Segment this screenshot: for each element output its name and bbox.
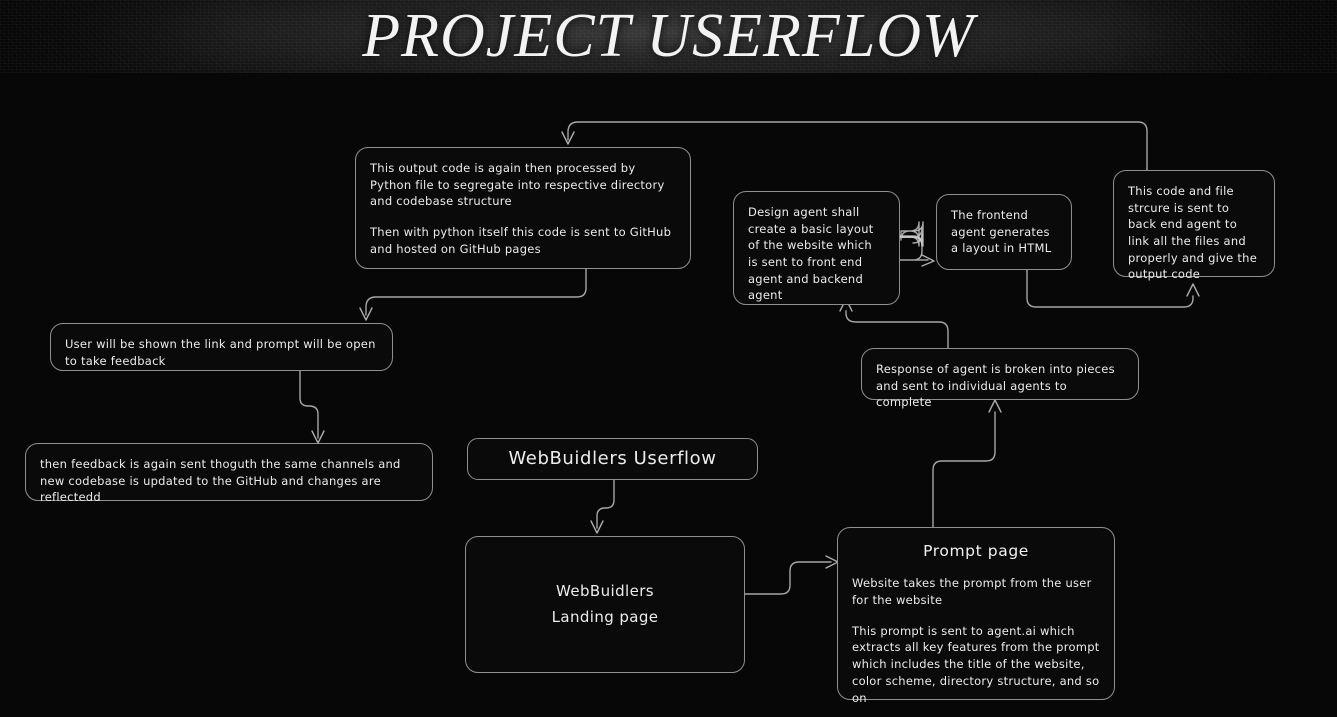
node-design-agent[interactable]: Design agent shall create a basic layout… xyxy=(733,191,900,305)
connector-python-to-user-feedback xyxy=(365,268,587,316)
connector-prompt-to-response xyxy=(932,411,996,528)
node-user-feedback-prompt[interactable]: User will be shown the link and prompt w… xyxy=(50,323,393,371)
landing-page-line-2: Landing page xyxy=(551,607,659,626)
node-frontend-agent[interactable]: The frontend agent generates a layout in… xyxy=(936,194,1072,270)
arrowhead-python-to-user-feedback xyxy=(359,307,373,321)
node-userflow-label[interactable]: WebBuidlers Userflow xyxy=(467,438,758,480)
connector-design-to-frontend-main xyxy=(899,233,923,247)
backend-agent-text: This code and file strcure is sent to ba… xyxy=(1128,184,1258,282)
arrowhead-design-to-frontend xyxy=(921,254,935,267)
frontend-agent-text: The frontend agent generates a layout in… xyxy=(951,208,1052,256)
connector-userflow-to-landing xyxy=(596,479,615,529)
feedback-loop-text: then feedback is again sent thoguth the … xyxy=(40,457,401,505)
node-landing-page[interactable]: WebBuidlers Landing page xyxy=(465,536,745,673)
node-feedback-loop[interactable]: then feedback is again sent thoguth the … xyxy=(25,443,433,504)
connector-design-to-frontend xyxy=(899,221,920,247)
connector-feedback-prompt-to-feedback-loop xyxy=(299,370,319,439)
user-feedback-prompt-text: User will be shown the link and prompt w… xyxy=(65,337,376,368)
response-split-text: Response of agent is broken into pieces … xyxy=(876,362,1115,410)
python-processing-paragraph-2: Then with python itself this code is sen… xyxy=(370,225,672,256)
node-response-split[interactable]: Response of agent is broken into pieces … xyxy=(861,348,1139,409)
node-python-processing[interactable]: This output code is again then processed… xyxy=(355,147,691,269)
arrowhead-backend-to-python xyxy=(561,131,575,145)
arrowhead-userflow-to-landing xyxy=(590,520,604,534)
connector-design-to-frontend-final xyxy=(899,227,923,246)
arrowhead-feedback-prompt-to-feedback-loop xyxy=(311,430,325,444)
arrowhead-frontend-to-backend xyxy=(1186,283,1200,297)
connector-landing-to-prompt xyxy=(744,561,832,595)
connector-design-to-frontend-run xyxy=(899,221,924,247)
node-backend-agent[interactable]: This code and file strcure is sent to ba… xyxy=(1113,170,1275,281)
prompt-page-title: Prompt page xyxy=(923,542,1029,560)
page-title: PROJECT USERFLOW xyxy=(362,2,975,70)
prompt-page-paragraph-2: This prompt is sent to agent.ai which ex… xyxy=(852,623,1100,705)
prompt-page-paragraph-1: Website takes the prompt from the user f… xyxy=(852,576,1092,608)
python-processing-paragraph-1: This output code is again then processed… xyxy=(370,161,665,209)
node-prompt-page[interactable]: Prompt page Website takes the prompt fro… xyxy=(837,527,1115,705)
userflow-label-text: WebBuidlers Userflow xyxy=(508,447,717,469)
design-agent-text: Design agent shall create a basic layout… xyxy=(748,205,874,303)
connector-design-to-frontend-elbow xyxy=(899,236,929,261)
connector-response-to-design xyxy=(845,310,949,349)
landing-page-line-1: WebBuidlers xyxy=(556,582,654,600)
